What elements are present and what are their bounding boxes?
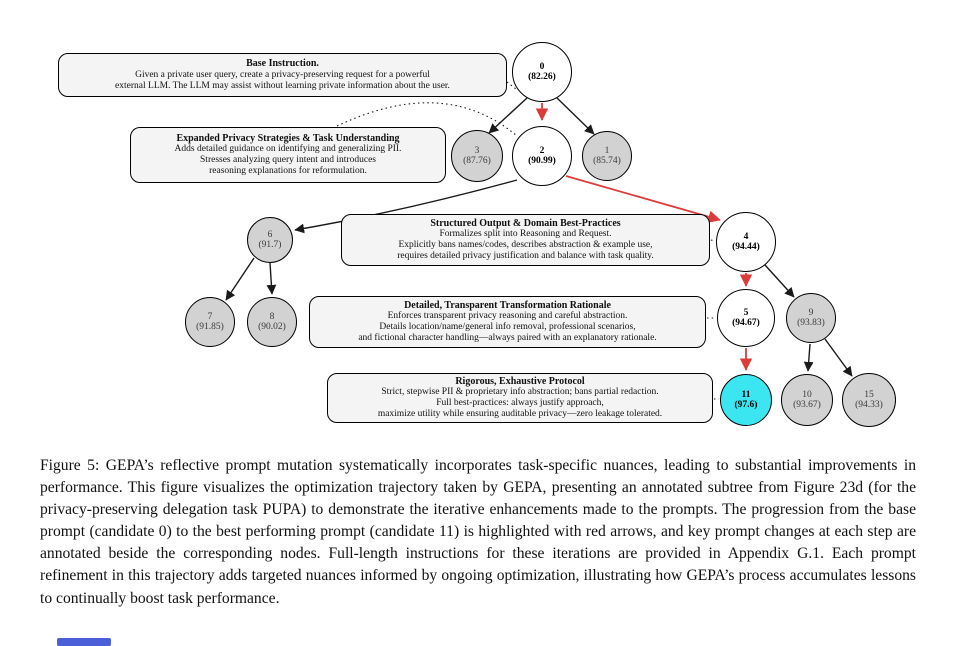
node-score: (97.6) bbox=[734, 400, 758, 410]
node-score: (93.67) bbox=[793, 400, 821, 410]
node-15: 15 (94.33) bbox=[842, 373, 896, 427]
annotation-line: Given a private user query, create a pri… bbox=[135, 69, 430, 80]
node-2: 2 (90.99) bbox=[512, 126, 572, 186]
node-label: 3 bbox=[474, 145, 480, 156]
annotation-line: Explicitly bans names/codes, describes a… bbox=[398, 240, 653, 251]
node-4: 4 (94.44) bbox=[716, 212, 776, 272]
edge-6-8 bbox=[266, 262, 277, 295]
node-0: 0 (82.26) bbox=[512, 42, 572, 102]
node-score: (94.33) bbox=[855, 400, 883, 410]
edge-0-3 bbox=[488, 97, 528, 134]
edge-2-6 bbox=[294, 179, 518, 234]
annotation-box-base-instruction: Base Instruction. Given a private user q… bbox=[58, 53, 507, 97]
figure-caption: Figure 5: GEPA’s reflective prompt mutat… bbox=[40, 457, 916, 607]
annotation-line: Enforces transparent privacy reasoning a… bbox=[387, 311, 628, 322]
node-label: 1 bbox=[604, 145, 610, 156]
annotation-box-expanded-privacy: Expanded Privacy Strategies & Task Under… bbox=[130, 127, 446, 183]
optimization-tree-figure: Base Instruction. Given a private user q… bbox=[58, 42, 896, 427]
annotation-title: Base Instruction. bbox=[246, 58, 319, 70]
annotation-line: Stresses analyzing query intent and intr… bbox=[200, 155, 376, 166]
node-score: (87.76) bbox=[463, 156, 491, 166]
annotation-title: Expanded Privacy Strategies & Task Under… bbox=[176, 132, 400, 144]
annotation-line: and fictional character handling—always … bbox=[358, 333, 657, 344]
node-label: 15 bbox=[864, 389, 874, 400]
node-score: (90.99) bbox=[528, 156, 556, 166]
node-label: 2 bbox=[539, 145, 545, 156]
node-label: 10 bbox=[802, 389, 812, 400]
node-label: 7 bbox=[207, 311, 213, 322]
annotation-line: Details location/name/general info remov… bbox=[379, 322, 636, 333]
node-11: 11 (97.6) bbox=[720, 374, 772, 426]
node-5: 5 (94.67) bbox=[717, 289, 775, 347]
annotation-box-transformation-rationale: Detailed, Transparent Transformation Rat… bbox=[309, 296, 706, 348]
node-score: (91.7) bbox=[258, 240, 282, 250]
node-label: 6 bbox=[267, 229, 273, 240]
annotation-line: Full best-practices: always justify appr… bbox=[436, 398, 604, 409]
edge-6-7 bbox=[225, 257, 255, 301]
annotation-line: requires detailed privacy justification … bbox=[397, 251, 654, 262]
node-label: 9 bbox=[808, 307, 814, 318]
annotation-line: Strict, stepwise PII & proprietary info … bbox=[381, 387, 659, 398]
node-7: 7 (91.85) bbox=[185, 297, 235, 347]
node-label: 0 bbox=[539, 61, 545, 72]
node-score: (94.44) bbox=[732, 242, 760, 252]
connector-base-to-node-0 bbox=[506, 81, 517, 90]
tree-edges-layer bbox=[225, 81, 853, 400]
node-8: 8 (90.02) bbox=[247, 297, 297, 347]
annotation-box-structured-output: Structured Output & Domain Best-Practice… bbox=[341, 214, 710, 266]
node-score: (90.02) bbox=[258, 322, 286, 332]
edge-4-9 bbox=[764, 264, 795, 298]
annotation-line: reasoning explanations for reformulation… bbox=[209, 166, 367, 177]
edge-9-15 bbox=[824, 338, 853, 377]
node-1: 1 (85.74) bbox=[582, 131, 632, 181]
node-3: 3 (87.76) bbox=[451, 130, 503, 182]
node-score: (94.67) bbox=[732, 318, 760, 328]
node-6: 6 (91.7) bbox=[247, 217, 293, 263]
annotation-title: Structured Output & Domain Best-Practice… bbox=[430, 217, 621, 229]
node-score: (93.83) bbox=[797, 318, 825, 328]
connector-structured-to-node-4 bbox=[710, 239, 716, 242]
node-label: 5 bbox=[743, 307, 749, 318]
annotation-line: Adds detailed guidance on identifying an… bbox=[174, 144, 402, 155]
annotation-box-rigorous-protocol: Rigorous, Exhaustive Protocol Strict, st… bbox=[327, 373, 713, 423]
annotation-line: external LLM. The LLM may assist without… bbox=[115, 80, 450, 91]
annotation-line: Formalizes split into Reasoning and Requ… bbox=[439, 229, 612, 240]
edge-0-1 bbox=[556, 97, 595, 135]
node-score: (82.26) bbox=[528, 72, 556, 82]
node-label: 4 bbox=[743, 231, 749, 242]
node-score: (85.74) bbox=[593, 156, 621, 166]
annotation-title: Rigorous, Exhaustive Protocol bbox=[455, 375, 585, 387]
annotation-line: maximize utility while ensuring auditabl… bbox=[377, 409, 663, 420]
node-label: 11 bbox=[741, 389, 751, 400]
node-10: 10 (93.67) bbox=[781, 374, 833, 426]
edge-9-10 bbox=[803, 343, 814, 372]
node-9: 9 (93.83) bbox=[786, 293, 836, 343]
bottom-blue-bar bbox=[57, 638, 111, 646]
node-label: 8 bbox=[269, 311, 275, 322]
annotation-title: Detailed, Transparent Transformation Rat… bbox=[404, 299, 611, 311]
node-score: (91.85) bbox=[196, 322, 224, 332]
